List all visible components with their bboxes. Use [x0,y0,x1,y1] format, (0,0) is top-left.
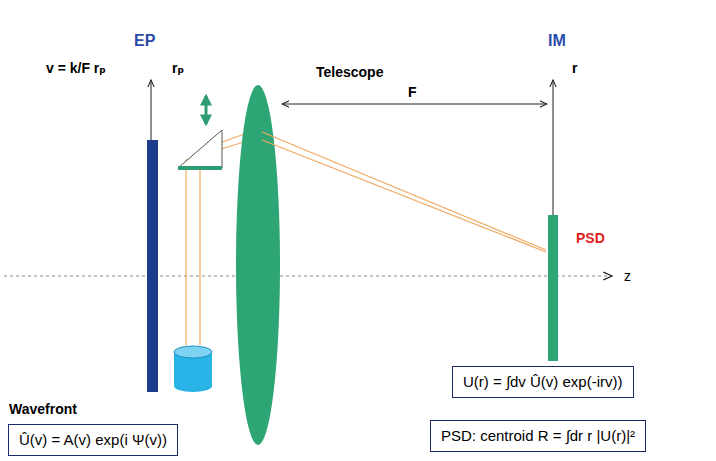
scan-arrow [205,96,208,124]
pupil-title: EP [134,33,155,49]
focal-length-label: F [408,84,417,100]
entrance-pupil [147,140,158,392]
centroid-formula: PSD: centroid R = ∫dr r |U(r)|² [430,420,646,452]
formula-text: PSD: centroid R = ∫dr r |U(r)|² [441,427,635,445]
detector-label: PSD [576,230,605,246]
node-heading: Wavefront [9,401,77,417]
focal-length-arrow [282,104,547,105]
telescope-lens [236,85,280,445]
frequency-axis-label: v = k/F rₚ [46,60,106,76]
optical-axis [4,275,612,276]
prism-base [178,166,222,170]
telescope-label: Telescope [316,64,383,80]
beam [185,160,186,345]
ray [262,140,546,252]
pupil-axis-label: rₚ [172,60,184,76]
light-source [174,346,212,392]
psd-detector [548,215,558,361]
z-axis-label: z [624,268,631,284]
prism [178,130,222,168]
formula-text: Û(v) = A(v) exp(i Ψ(v)) [19,431,167,449]
image-title: IM [548,33,566,49]
beam [199,160,200,345]
formula-text: U(r) = ∫dv Û(v) exp(-irv)) [463,373,623,391]
wavefront-formula: WavefrontÛ(v) = A(v) exp(i Ψ(v)) [8,424,178,456]
ray [262,132,546,250]
image-axis-label: r [572,60,577,76]
image-field-formula: U(r) = ∫dv Û(v) exp(-irv)) [452,366,634,398]
